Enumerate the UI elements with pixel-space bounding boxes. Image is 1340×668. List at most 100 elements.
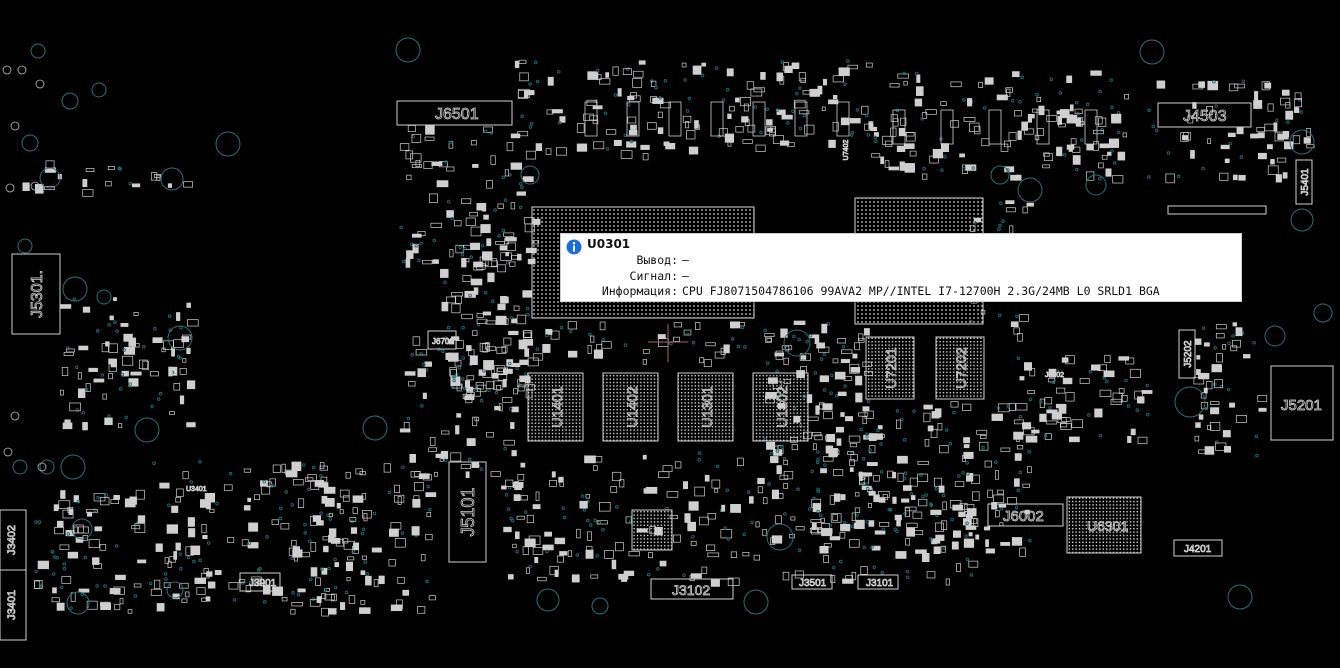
smd-component[interactable] (209, 508, 215, 513)
smd-component[interactable] (132, 183, 141, 188)
smd-component[interactable] (612, 471, 622, 482)
connector-j3101[interactable] (857, 574, 899, 590)
smd-component[interactable] (958, 511, 966, 518)
smd-component[interactable] (243, 468, 252, 473)
smd-component[interactable] (441, 430, 450, 435)
smd-component[interactable] (800, 77, 807, 83)
smd-component[interactable] (820, 517, 825, 523)
smd-component[interactable] (406, 250, 414, 259)
smd-component[interactable] (674, 461, 682, 469)
smd-component[interactable] (173, 551, 178, 560)
smd-component[interactable] (793, 320, 806, 325)
smd-component[interactable] (593, 141, 605, 150)
smd-component[interactable] (315, 577, 321, 586)
smd-component[interactable] (878, 497, 886, 503)
smd-component[interactable] (576, 528, 581, 539)
smd-component[interactable] (640, 144, 650, 150)
smd-component[interactable] (823, 411, 833, 420)
smd-component[interactable] (1065, 392, 1075, 402)
smd-component[interactable] (694, 120, 699, 129)
smd-component[interactable] (1011, 537, 1023, 546)
smd-component[interactable] (535, 143, 542, 151)
smd-component[interactable] (186, 302, 191, 308)
smd-component[interactable] (454, 359, 462, 367)
smd-component[interactable] (513, 388, 518, 395)
smd-component[interactable] (1027, 390, 1035, 395)
smd-component[interactable] (321, 593, 327, 600)
smd-component[interactable] (559, 116, 566, 123)
smd-component[interactable] (109, 588, 121, 595)
smd-component[interactable] (524, 348, 530, 357)
smd-component[interactable] (659, 560, 667, 567)
smd-component[interactable] (1215, 442, 1227, 451)
smd-component[interactable] (790, 516, 796, 521)
smd-component[interactable] (133, 312, 139, 316)
smd-component[interactable] (757, 486, 764, 494)
smd-component[interactable] (441, 301, 449, 312)
chip-u7201[interactable] (865, 336, 915, 400)
smd-component[interactable] (297, 588, 306, 593)
smd-component[interactable] (730, 504, 741, 513)
smd-component[interactable] (66, 348, 75, 353)
smd-component[interactable] (506, 359, 514, 367)
smd-component[interactable] (487, 272, 495, 283)
smd-component[interactable] (832, 75, 844, 83)
smd-component[interactable] (1094, 116, 1103, 125)
smd-component[interactable] (150, 588, 162, 596)
connector-j5202[interactable] (1178, 329, 1196, 379)
smd-component[interactable] (350, 527, 358, 534)
smd-component[interactable] (1008, 402, 1016, 411)
smd-component[interactable] (131, 525, 141, 530)
smd-component[interactable] (596, 520, 608, 525)
smd-component[interactable] (1055, 403, 1067, 409)
smd-component[interactable] (1200, 392, 1207, 399)
smd-component[interactable] (56, 520, 64, 528)
smd-component[interactable] (701, 566, 708, 574)
smd-component[interactable] (770, 537, 776, 545)
smd-component[interactable] (94, 526, 103, 532)
smd-component[interactable] (503, 232, 515, 237)
smd-component[interactable] (342, 495, 350, 502)
smd-component[interactable] (1222, 344, 1227, 350)
smd-component[interactable] (187, 517, 195, 527)
smd-component[interactable] (780, 328, 788, 338)
smd-component[interactable] (816, 527, 822, 533)
smd-component[interactable] (613, 139, 622, 146)
smd-component[interactable] (532, 547, 544, 555)
smd-component[interactable] (921, 112, 928, 119)
smd-component[interactable] (1051, 411, 1063, 420)
smd-component[interactable] (511, 406, 519, 413)
smd-component[interactable] (113, 495, 120, 500)
smd-component[interactable] (1273, 122, 1278, 132)
smd-component[interactable] (978, 81, 984, 88)
smd-component[interactable] (535, 491, 540, 501)
smd-component[interactable] (836, 438, 842, 446)
smd-component[interactable] (767, 127, 773, 132)
smd-component[interactable] (324, 587, 330, 592)
smd-component[interactable] (706, 544, 716, 551)
smd-component[interactable] (724, 133, 735, 143)
smd-component[interactable] (906, 522, 918, 528)
smd-component[interactable] (973, 518, 979, 527)
smd-component[interactable] (895, 551, 907, 559)
smd-component[interactable] (632, 78, 643, 88)
smd-component[interactable] (319, 462, 325, 469)
smd-component[interactable] (1207, 424, 1212, 430)
smd-component[interactable] (525, 567, 530, 574)
smd-component[interactable] (1059, 422, 1068, 428)
smd-component[interactable] (551, 109, 563, 114)
smd-component[interactable] (310, 542, 317, 552)
smd-component[interactable] (741, 116, 749, 123)
smd-component[interactable] (1108, 138, 1120, 148)
smd-component[interactable] (259, 579, 265, 584)
smd-component[interactable] (995, 510, 1000, 518)
smd-component[interactable] (1090, 70, 1102, 76)
smd-component[interactable] (446, 210, 454, 218)
smd-component[interactable] (501, 317, 509, 325)
smd-component[interactable] (850, 454, 858, 462)
smd-component[interactable] (511, 318, 518, 324)
smd-component[interactable] (595, 74, 602, 81)
smd-component[interactable] (1104, 354, 1111, 363)
connector-j6501[interactable] (396, 100, 513, 126)
smd-component[interactable] (186, 347, 191, 354)
